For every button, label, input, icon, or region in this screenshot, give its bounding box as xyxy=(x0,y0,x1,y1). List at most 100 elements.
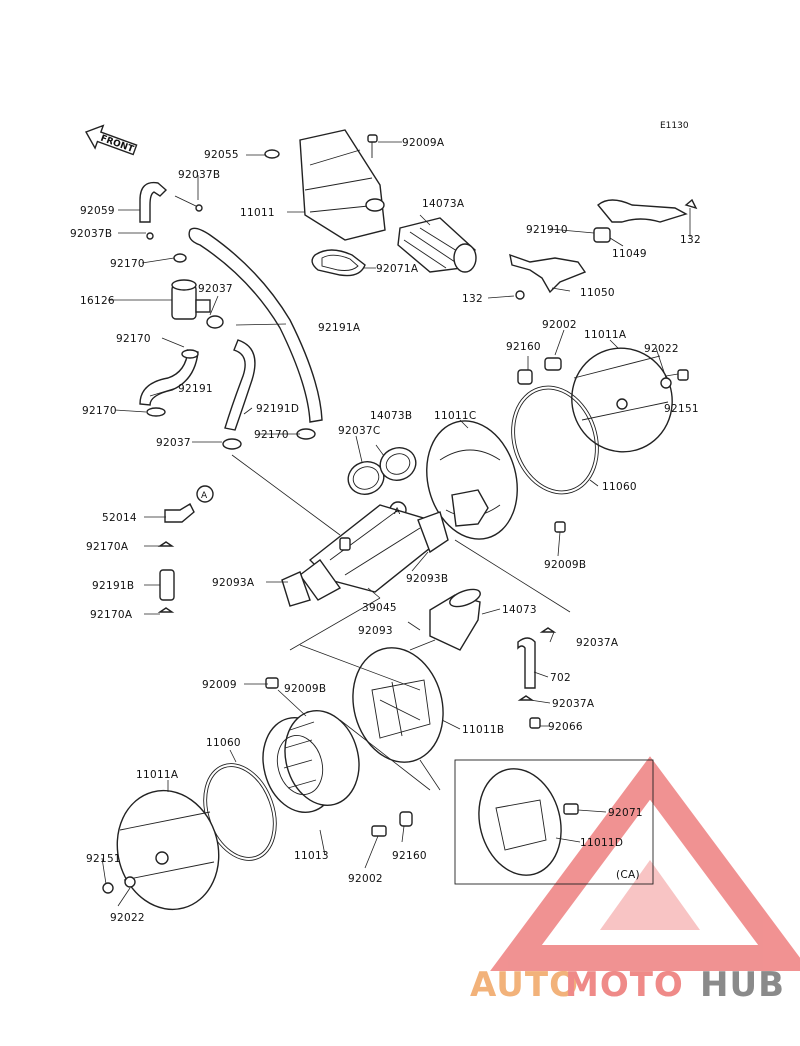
marker-a-left: A xyxy=(201,491,208,501)
hose-92191A xyxy=(188,227,323,423)
label-92170-b: 92170 xyxy=(116,333,151,345)
label-921910: 921910 xyxy=(526,224,568,236)
label-11013: 11013 xyxy=(294,850,329,862)
hose-92059 xyxy=(139,181,168,223)
label-92009B-low: 92009B xyxy=(284,683,326,695)
gasket-92071A xyxy=(311,249,366,277)
label-92037C: 92037C xyxy=(338,425,381,437)
gasket-92093B xyxy=(417,511,449,554)
label-92093B: 92093B xyxy=(406,573,448,585)
label-92191: 92191 xyxy=(178,383,213,395)
hose-92191D xyxy=(222,339,316,450)
bolt-92009A xyxy=(367,134,378,158)
washer-92022-top xyxy=(660,369,689,389)
label-92002-low: 92002 xyxy=(348,873,383,885)
cover-11011A-low xyxy=(116,789,220,911)
label-92151-low: 92151 xyxy=(86,853,121,865)
duct-14073 xyxy=(429,588,481,651)
label-702: 702 xyxy=(550,672,571,684)
label-92071: 92071 xyxy=(608,807,643,819)
hose-92191 xyxy=(139,349,199,417)
valve-16126 xyxy=(171,253,224,329)
bolt-92009B-mid xyxy=(554,521,566,533)
label-92093: 92093 xyxy=(358,625,393,637)
label-11011: 11011 xyxy=(240,207,275,219)
grommet-92160-top xyxy=(517,357,562,385)
label-92055: 92055 xyxy=(204,149,239,161)
label-92009: 92009 xyxy=(202,679,237,691)
ca-variant-box xyxy=(454,759,654,885)
watermark-logo xyxy=(490,756,800,971)
housing-11011B xyxy=(352,647,444,763)
hose-92191B xyxy=(157,541,175,613)
hose-702 xyxy=(517,627,557,729)
label-11049: 11049 xyxy=(612,248,647,260)
label-39045: 39045 xyxy=(362,602,397,614)
label-92066: 92066 xyxy=(548,721,583,733)
seal-14073B xyxy=(379,447,417,481)
label-92093A: 92093A xyxy=(212,577,255,589)
label-ca-variant: (CA) xyxy=(616,869,640,881)
label-92191D: 92191D xyxy=(256,403,299,415)
element-11013 xyxy=(262,710,360,813)
washer-92022-low xyxy=(102,876,136,894)
part-labels: 92009A 92055 92037B 11011 14073A 92059 9… xyxy=(70,137,701,924)
label-92191A: 92191A xyxy=(318,322,361,334)
label-132-left: 132 xyxy=(462,293,483,305)
watermark-text: AUTO MOTO HUB xyxy=(470,965,785,1005)
svg-text:HUB: HUB xyxy=(700,965,785,1005)
label-11011D: 11011D xyxy=(580,837,623,849)
cover-11011C xyxy=(426,420,518,540)
label-11011C: 11011C xyxy=(434,410,477,422)
label-11050: 11050 xyxy=(580,287,615,299)
marker-a-mid: A xyxy=(394,507,401,517)
filter-screen-14073A xyxy=(397,217,477,273)
label-11011A-low: 11011A xyxy=(136,769,179,781)
gasket-92093A xyxy=(281,559,342,607)
air-duct-11011 xyxy=(299,129,386,241)
label-92170-c: 92170 xyxy=(82,405,117,417)
label-92022-low: 92022 xyxy=(110,912,145,924)
bolt-92002-low xyxy=(371,811,413,837)
label-92037-a: 92037 xyxy=(198,283,233,295)
label-92022-top: 92022 xyxy=(644,343,679,355)
label-92037A-a: 92037A xyxy=(576,637,619,649)
label-92160-top: 92160 xyxy=(506,341,541,353)
label-92170A-b: 92170A xyxy=(90,609,133,621)
label-132-right: 132 xyxy=(680,234,701,246)
label-92009A: 92009A xyxy=(402,137,445,149)
label-92059: 92059 xyxy=(80,205,115,217)
svg-text:MOTO: MOTO xyxy=(565,965,684,1005)
label-92037A-b: 92037A xyxy=(552,698,595,710)
svg-text:AUTO: AUTO xyxy=(470,965,579,1005)
label-92037B-top: 92037B xyxy=(178,169,220,181)
diagram-code: E1130 xyxy=(660,121,689,131)
label-14073B: 14073B xyxy=(370,410,412,422)
label-11060-top: 11060 xyxy=(602,481,637,493)
label-92191B: 92191B xyxy=(92,580,134,592)
label-16126: 16126 xyxy=(80,295,115,307)
bracket-11050 xyxy=(509,253,587,300)
front-label: FRONT xyxy=(99,134,136,155)
pin-92037B xyxy=(146,195,203,240)
fitting-52014 xyxy=(164,503,195,523)
label-11060-low: 11060 xyxy=(206,737,241,749)
label-92151-top: 92151 xyxy=(664,403,699,415)
label-92037-b: 92037 xyxy=(156,437,191,449)
o-ring-92055 xyxy=(264,149,280,159)
cover-11011A-top xyxy=(571,347,673,453)
label-92009B-mid: 92009B xyxy=(544,559,586,571)
label-92037B-left: 92037B xyxy=(70,228,112,240)
leader-lines xyxy=(101,141,691,907)
label-11011B: 11011B xyxy=(462,724,504,736)
bracket-11049 xyxy=(593,198,698,243)
label-14073A: 14073A xyxy=(422,198,465,210)
label-92071A: 92071A xyxy=(376,263,419,275)
seal-ring-11060-top xyxy=(511,385,599,495)
label-92170-a: 92170 xyxy=(110,258,145,270)
label-92002-top: 92002 xyxy=(542,319,577,331)
label-92170A-a: 92170A xyxy=(86,541,129,553)
label-92160-low: 92160 xyxy=(392,850,427,862)
label-52014: 52014 xyxy=(102,512,137,524)
